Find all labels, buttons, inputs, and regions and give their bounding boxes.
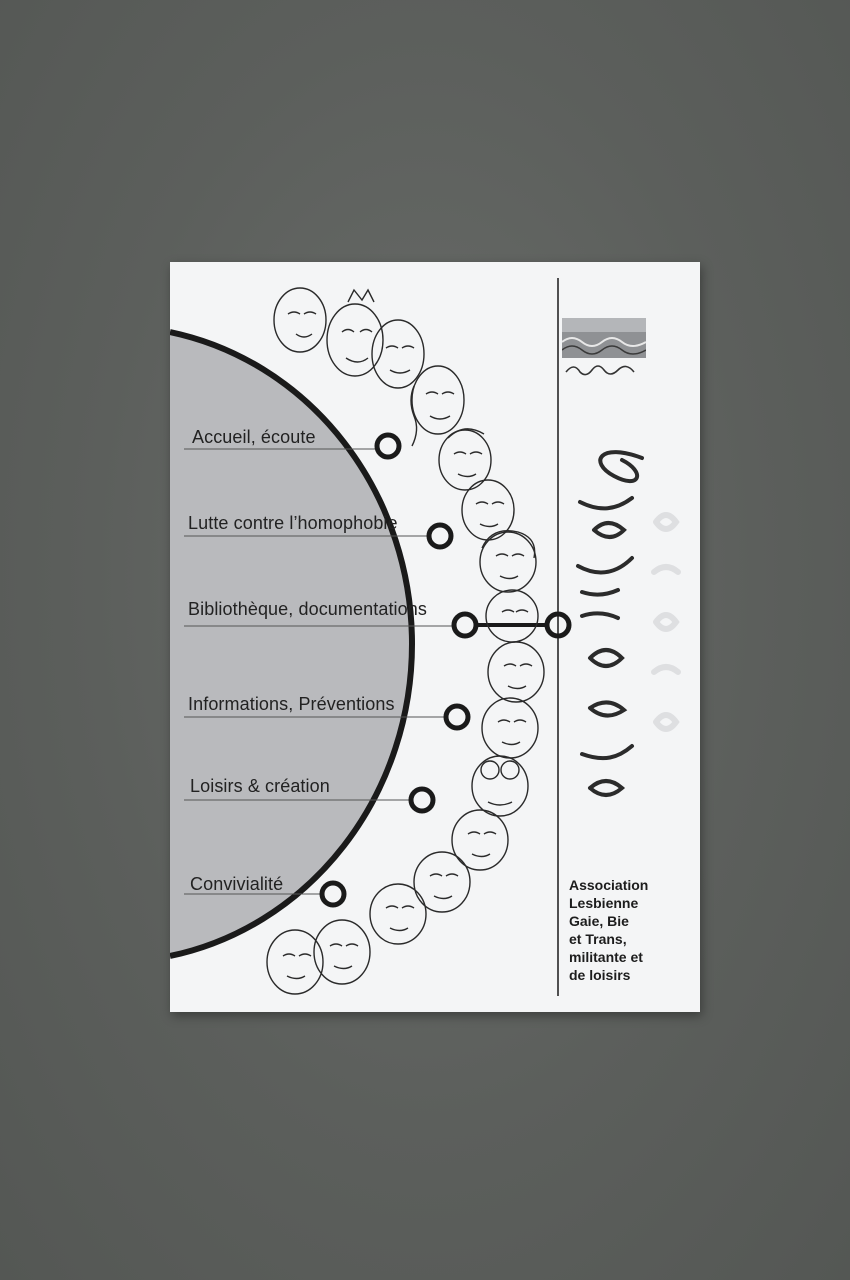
tagline-line: Association xyxy=(569,877,649,893)
tagline-line: Gaie, Bie xyxy=(569,913,629,929)
service-label-prevention: Informations, Préventions xyxy=(188,694,395,714)
brochure-cover: Accueil, écoute Lutte contre l’homophobi… xyxy=(170,262,700,1012)
label-underlines xyxy=(184,448,458,895)
script-wordmark-echo xyxy=(651,512,681,732)
semicircle xyxy=(170,332,412,956)
tagline-line: militante et xyxy=(569,949,643,965)
service-label-homophobia: Lutte contre l’homophobie xyxy=(188,513,398,533)
service-label-welcome: Accueil, écoute xyxy=(192,427,316,447)
face-sketches xyxy=(266,287,545,995)
association-logo xyxy=(562,318,646,376)
tagline-line: Lesbienne xyxy=(569,895,639,911)
cover-artwork xyxy=(170,278,681,996)
service-label-leisure: Loisirs & création xyxy=(190,776,330,796)
rim-nodes xyxy=(319,432,572,908)
tagline-line: de loisirs xyxy=(569,967,631,983)
tagline-line: et Trans, xyxy=(569,931,627,947)
semicircle-rim xyxy=(170,329,415,959)
association-tagline: Association Lesbienne Gaie, Bie et Trans… xyxy=(569,876,689,984)
service-label-library: Bibliothèque, documentations xyxy=(188,599,427,619)
service-label-conviviality: Convivialité xyxy=(190,874,284,894)
script-wordmark xyxy=(576,450,644,797)
